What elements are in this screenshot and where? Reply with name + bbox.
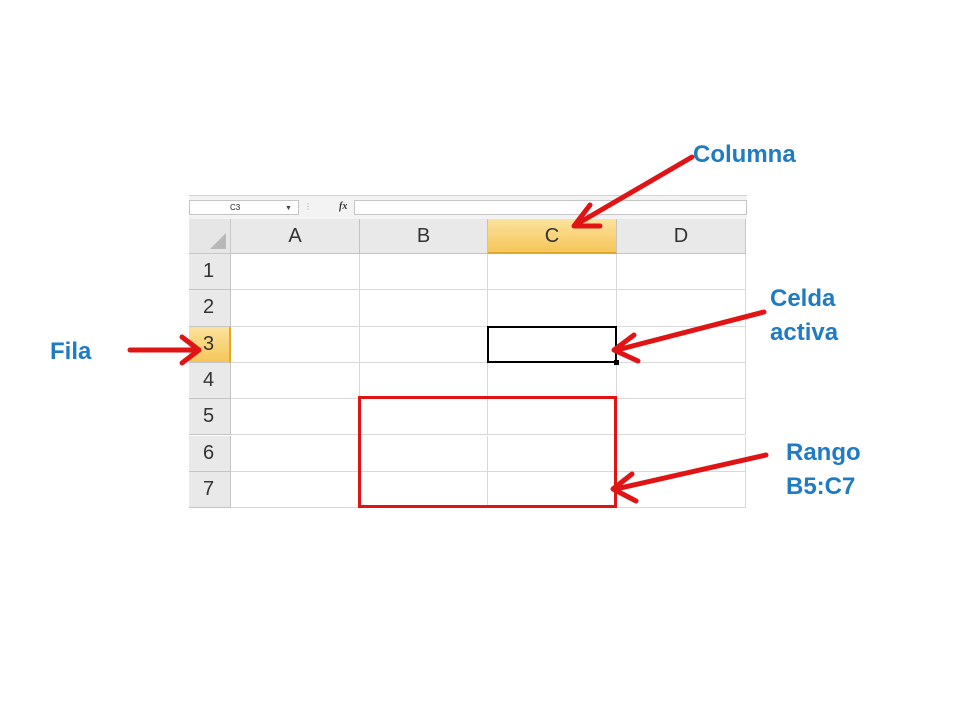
active-cell[interactable] [487,325,617,363]
cell-d4[interactable] [617,362,746,400]
cell-d7[interactable] [617,471,746,509]
row-header-6[interactable]: 6 [189,435,231,472]
cell-b2[interactable] [360,290,488,327]
label-range: Rango B5:C7 [786,436,861,504]
formula-input[interactable] [354,200,747,215]
row-header-2[interactable]: 2 [189,290,231,327]
cell-b4[interactable] [360,362,488,400]
cell-a1[interactable] [231,254,360,291]
label-active-cell-line1: Celda [770,285,836,312]
cell-b3[interactable] [360,326,488,363]
cell-c5[interactable] [488,399,617,436]
formula-bar: C3 ▼ ⋮ fx [189,195,747,219]
splitter-handle-icon[interactable]: ⋮ [304,202,312,211]
dropdown-arrow-icon[interactable]: ▼ [285,205,292,212]
label-column-text: Columna [693,141,796,168]
select-all-triangle-icon [210,233,226,249]
insert-function-icon[interactable]: fx [339,201,348,212]
cell-d1[interactable] [617,254,746,291]
cell-b1[interactable] [360,254,488,291]
cell-b6[interactable] [360,435,488,472]
row-header-3[interactable]: 3 [189,326,231,363]
cell-a4[interactable] [231,362,360,400]
cell-c1[interactable] [488,254,617,291]
label-row-text: Fila [50,338,92,365]
name-box[interactable]: C3 ▼ [189,200,299,215]
label-active-cell: Celda activa [770,282,838,350]
column-header-a[interactable]: A [231,219,360,254]
cell-a3[interactable] [231,326,360,363]
column-header-d[interactable]: D [617,219,746,254]
row-header-1[interactable]: 1 [189,254,231,291]
label-row: Fila [50,335,91,369]
fill-handle[interactable] [614,359,619,365]
label-active-cell-line2: activa [770,319,839,346]
cell-b5[interactable] [360,399,488,436]
select-all-button[interactable] [189,219,231,254]
cell-d6[interactable] [617,435,746,472]
cell-c7[interactable] [488,471,617,509]
row-header-5[interactable]: 5 [189,399,231,436]
range-selection [358,396,617,509]
cell-d3[interactable] [617,326,746,363]
row-header-7[interactable]: 7 [189,471,231,509]
label-column: Columna [693,138,796,172]
row-header-4[interactable]: 4 [189,362,231,400]
cell-c2[interactable] [488,290,617,327]
cell-a6[interactable] [231,435,360,472]
cell-a7[interactable] [231,471,360,509]
name-box-value: C3 [230,203,241,212]
cell-d2[interactable] [617,290,746,327]
cell-a2[interactable] [231,290,360,327]
column-header-c[interactable]: C [488,219,617,254]
cell-a5[interactable] [231,399,360,436]
label-range-line2: B5:C7 [786,473,856,500]
cell-b7[interactable] [360,471,488,509]
column-header-b[interactable]: B [360,219,488,254]
label-range-line1: Rango [786,439,861,466]
cell-c4[interactable] [488,362,617,400]
cell-d5[interactable] [617,399,746,436]
